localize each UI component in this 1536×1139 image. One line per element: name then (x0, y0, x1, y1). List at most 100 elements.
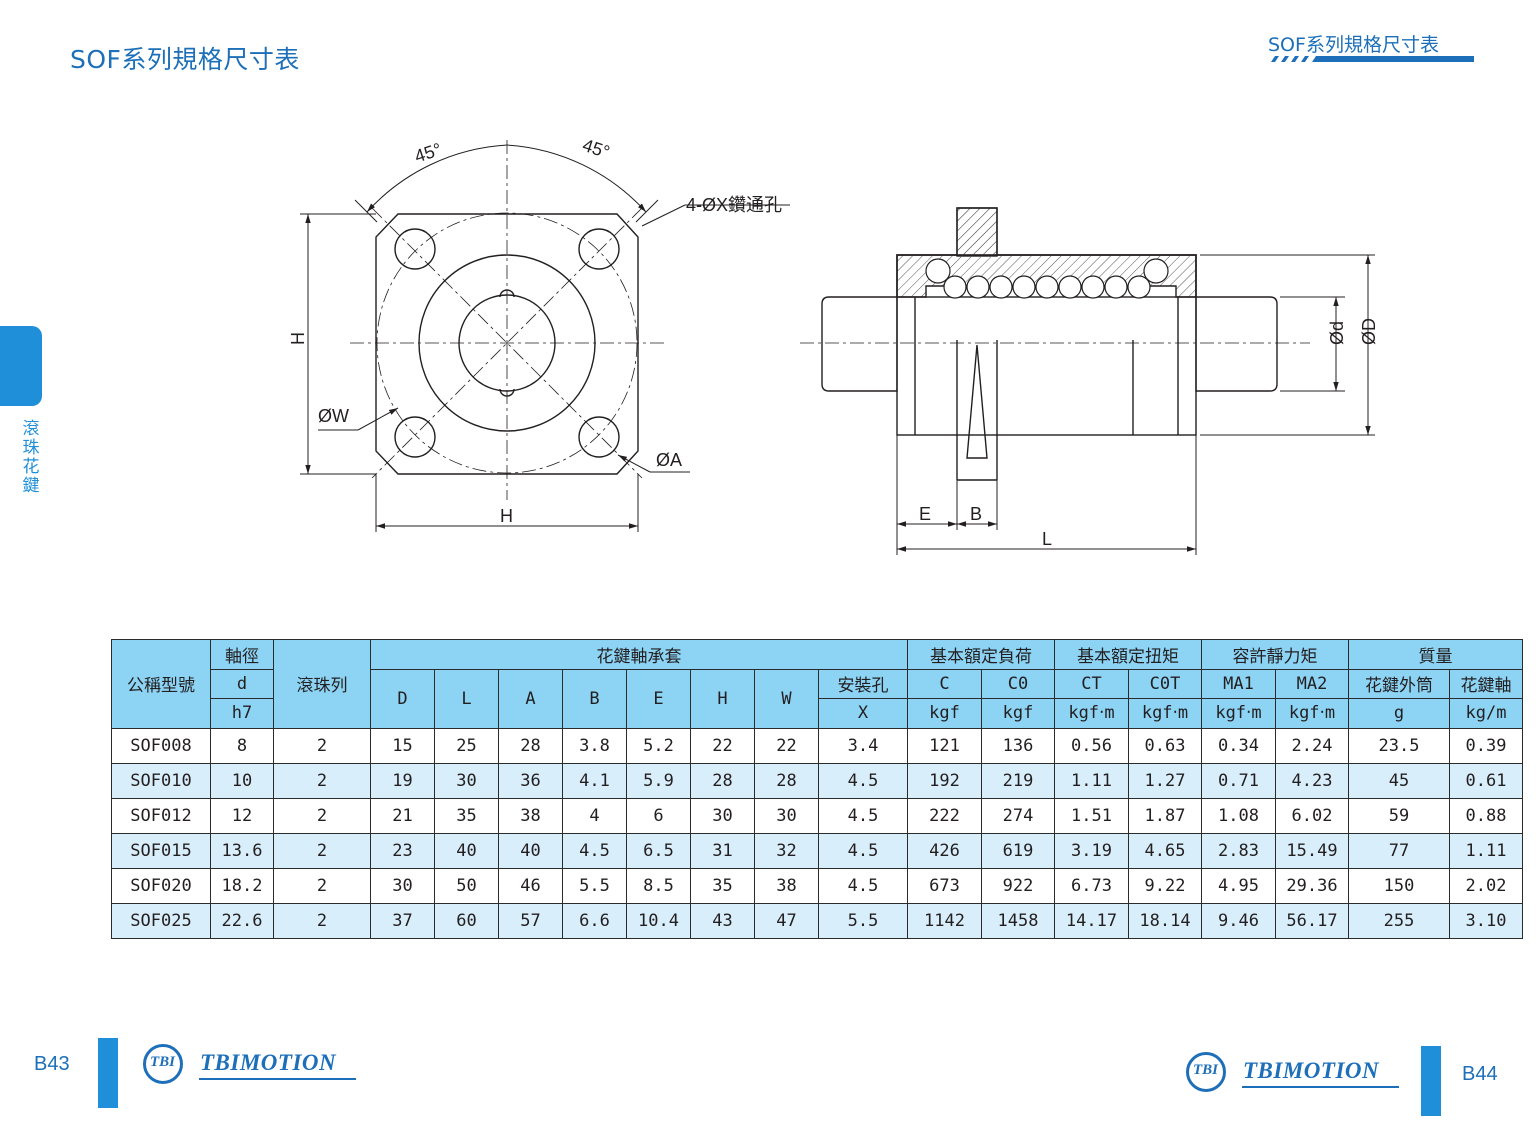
cell-d: 12 (210, 797, 274, 834)
cell-W: 47 (754, 902, 819, 939)
cell-MA1: 0.34 (1201, 727, 1276, 764)
logo-name: TBIMOTION (1243, 1058, 1380, 1083)
cell-E: 6.5 (626, 832, 691, 869)
ball-row (925, 258, 1169, 299)
angle-label-right: 45° (580, 135, 612, 162)
cell-D: 15 (370, 727, 435, 764)
cell-MA2: 4.23 (1275, 762, 1349, 799)
tbi-logo-right: TBI TBIMOTION (1186, 1050, 1406, 1094)
cell-rows: 2 (273, 832, 371, 869)
th-C: C (907, 668, 982, 699)
cell-model: SOF015 (111, 832, 211, 869)
cell-mass-shaft: 3.10 (1449, 902, 1523, 939)
cell-rows: 2 (273, 727, 371, 764)
logo-ring-icon (143, 1044, 183, 1084)
th-B: B (562, 668, 627, 729)
cell-C0: 922 (981, 867, 1055, 904)
flange-outline (375, 213, 639, 475)
cell-CT: 1.11 (1054, 762, 1129, 799)
page-title-left: SOF系列規格尺寸表 (70, 45, 300, 74)
cell-B: 5.5 (562, 867, 627, 904)
cell-W: 30 (754, 797, 819, 834)
cell-D: 19 (370, 762, 435, 799)
page-number-left: B43 (34, 1053, 70, 1075)
cell-model: SOF025 (111, 902, 211, 939)
cell-mass-shaft: 0.39 (1449, 727, 1523, 764)
th-C-unit: kgf (907, 698, 982, 729)
cell-D: 23 (370, 832, 435, 869)
th-shaft-tol: h7 (210, 698, 274, 729)
cell-C0: 274 (981, 797, 1055, 834)
table-header-row-3: h7 X kgf kgf kgf‧m kgf‧m kgf‧m kgf‧m g k… (112, 698, 1523, 729)
side-view (821, 207, 1278, 481)
cell-MA2: 2.24 (1275, 727, 1349, 764)
cell-B: 4.1 (562, 762, 627, 799)
cell-H: 43 (690, 902, 755, 939)
table-row: SOF010 10 2 19 30 36 4.1 5.9 28 28 4.5 1… (111, 762, 1523, 799)
cell-B: 3.8 (562, 727, 627, 764)
cell-MA1: 9.46 (1201, 902, 1276, 939)
title-underline (1271, 56, 1474, 62)
label-w: ØW (318, 406, 349, 426)
th-C0-unit: kgf (981, 698, 1055, 729)
cell-mass-nut: 59 (1348, 797, 1450, 834)
cell-B: 4.5 (562, 832, 627, 869)
cell-C: 673 (907, 867, 982, 904)
cell-L: 30 (434, 762, 499, 799)
cell-L: 25 (434, 727, 499, 764)
cell-CT: 14.17 (1054, 902, 1129, 939)
cell-C: 222 (907, 797, 982, 834)
cell-E: 6 (626, 797, 691, 834)
cell-model: SOF012 (111, 797, 211, 834)
cell-model: SOF020 (111, 867, 211, 904)
th-D: D (370, 668, 435, 729)
cell-A: 40 (498, 832, 563, 869)
cell-X: 4.5 (818, 832, 908, 869)
cell-A: 46 (498, 867, 563, 904)
cell-A: 28 (498, 727, 563, 764)
cell-MA1: 0.71 (1201, 762, 1276, 799)
label-h-vertical: H (288, 332, 308, 345)
cell-D: 30 (370, 867, 435, 904)
label-e: E (919, 504, 931, 524)
cell-C0T: 1.87 (1128, 797, 1202, 834)
th-C0T: C0T (1128, 668, 1202, 699)
cell-CT: 0.56 (1054, 727, 1129, 764)
cell-C: 1142 (907, 902, 982, 939)
cell-X: 4.5 (818, 762, 908, 799)
th-CT: CT (1054, 668, 1129, 699)
cell-H: 35 (690, 867, 755, 904)
cell-H: 31 (690, 832, 755, 869)
cell-E: 5.9 (626, 762, 691, 799)
cell-X: 4.5 (818, 797, 908, 834)
cell-d: 22.6 (210, 902, 274, 939)
table-row: SOF025 22.6 2 37 60 57 6.6 10.4 43 47 5.… (111, 902, 1523, 939)
table-header-row-2: d D L A B E H W 安裝孔 C C0 CT C0T MA1 MA2 … (112, 668, 1523, 729)
th-E: E (626, 668, 691, 729)
cell-d: 10 (210, 762, 274, 799)
cell-CT: 6.73 (1054, 867, 1129, 904)
cell-MA2: 15.49 (1275, 832, 1349, 869)
cell-d: 18.2 (210, 867, 274, 904)
page-title-right: SOF系列規格尺寸表 (1268, 34, 1439, 56)
th-A: A (498, 668, 563, 729)
th-W: W (754, 668, 819, 729)
logo-ring-icon (1186, 1052, 1226, 1092)
cell-E: 10.4 (626, 902, 691, 939)
th-model: 公稱型號 (111, 639, 211, 729)
cell-W: 32 (754, 832, 819, 869)
th-MA1: MA1 (1201, 668, 1276, 699)
cell-C0T: 1.27 (1128, 762, 1202, 799)
cell-D: 21 (370, 797, 435, 834)
side-tab-label: 滾珠花鍵 (22, 419, 40, 496)
cell-C0T: 18.14 (1128, 902, 1202, 939)
cell-X: 5.5 (818, 902, 908, 939)
cell-L: 50 (434, 867, 499, 904)
cell-H: 28 (690, 762, 755, 799)
cell-d: 8 (210, 727, 274, 764)
cell-B: 6.6 (562, 902, 627, 939)
th-CT-unit: kgf‧m (1054, 698, 1129, 729)
cell-W: 22 (754, 727, 819, 764)
logo-underline (1242, 1086, 1399, 1088)
cell-MA2: 6.02 (1275, 797, 1349, 834)
